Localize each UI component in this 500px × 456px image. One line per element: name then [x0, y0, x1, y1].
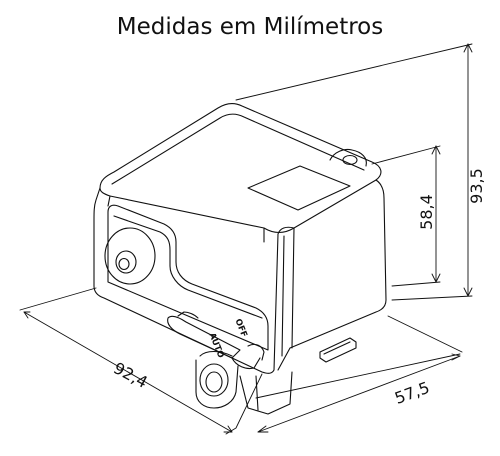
top-label-panel — [247, 165, 351, 211]
mounting-lug — [329, 148, 367, 167]
top-face — [99, 103, 382, 234]
dim-total-height: 93,5 — [467, 168, 486, 204]
dim-width: 57,5 — [392, 378, 432, 408]
dim-length: 92,4 — [110, 358, 150, 392]
front-panel — [107, 204, 269, 351]
dim-body-height: 58,4 — [417, 194, 436, 230]
lever-pivot-hook — [247, 343, 265, 361]
side-clip — [319, 337, 357, 363]
bottom-port — [195, 359, 239, 409]
front-face — [93, 187, 279, 374]
drawing-title: Medidas em Milímetros — [116, 14, 384, 40]
switch-label-auto: AUTO — [206, 332, 225, 360]
toggle-lever — [167, 315, 241, 359]
base — [239, 371, 293, 415]
adjust-knob — [104, 227, 156, 285]
side-face — [277, 179, 387, 371]
